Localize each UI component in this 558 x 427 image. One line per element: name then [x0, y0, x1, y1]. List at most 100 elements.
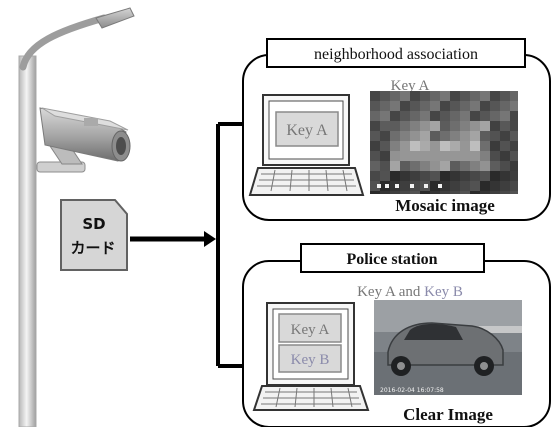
- mosaic-tile: [430, 161, 440, 171]
- police-key-b-box: [278, 344, 342, 373]
- mosaic-tile: [430, 131, 440, 141]
- mosaic-tile: [430, 151, 440, 161]
- mosaic-tile: [460, 161, 470, 171]
- mosaic-tile: [380, 151, 390, 161]
- camera-strip: [84, 118, 98, 126]
- clear-photo-timestamp: 2016-02-04 16:07:58: [380, 387, 444, 394]
- mosaic-tile: [390, 131, 400, 141]
- mosaic-tile: [450, 131, 460, 141]
- mosaic-tile: [470, 171, 480, 181]
- street-lamp: [18, 7, 135, 427]
- mosaic-marker: [385, 184, 389, 188]
- sd-card: SD カード: [60, 199, 128, 271]
- sd-card-label-line2: カード: [70, 239, 115, 257]
- neighborhood-laptop-base: [248, 167, 365, 196]
- mosaic-tile: [420, 161, 430, 171]
- mosaic-tile: [410, 111, 420, 121]
- neighborhood-title-box: [266, 38, 526, 68]
- mosaic-tile: [460, 151, 470, 161]
- mosaic-tile: [440, 111, 450, 121]
- mosaic-tile: [480, 121, 490, 131]
- mosaic-tile: [400, 161, 410, 171]
- clear-car-window: [404, 323, 463, 340]
- mosaic-tile: [450, 141, 460, 151]
- mosaic-tile: [410, 171, 420, 181]
- mosaic-tile: [460, 111, 470, 121]
- mosaic-tile: [500, 171, 510, 181]
- mosaic-tile: [380, 191, 390, 194]
- mosaic-tile: [390, 141, 400, 151]
- mosaic-tile: [380, 91, 390, 101]
- mosaic-tile: [460, 121, 470, 131]
- neighborhood-laptop-key-label: Key A: [286, 122, 328, 139]
- mosaic-tile: [500, 151, 510, 161]
- clear-caption: Clear Image: [403, 405, 493, 424]
- mosaic-tile: [480, 181, 490, 191]
- mosaic-tile: [490, 171, 500, 181]
- mosaic-tile: [440, 141, 450, 151]
- mosaic-tile: [420, 171, 430, 181]
- mosaic-tile: [500, 131, 510, 141]
- neighborhood-keyboard: [257, 169, 356, 192]
- police-key-a-label: Key A: [357, 284, 396, 300]
- mosaic-tile: [500, 121, 510, 131]
- mosaic-tile: [370, 91, 380, 101]
- mosaic-tile: [370, 191, 380, 194]
- mosaic-tile: [510, 151, 518, 161]
- police-title: Police station: [346, 251, 437, 268]
- mosaic-tile: [380, 111, 390, 121]
- police-key-b-label: Key B: [424, 284, 463, 300]
- mosaic-tile: [510, 141, 518, 151]
- mosaic-tile: [440, 131, 450, 141]
- mosaic-tile: [410, 121, 420, 131]
- mosaic-tile: [430, 101, 440, 111]
- police-and-label: and: [395, 284, 424, 300]
- mosaic-tile: [480, 131, 490, 141]
- mosaic-tile: [370, 121, 380, 131]
- mosaic-tile: [450, 91, 460, 101]
- mosaic-tile: [450, 121, 460, 131]
- mosaic-tile: [450, 171, 460, 181]
- police-key-a-box: [278, 313, 342, 343]
- mosaic-tile: [470, 121, 480, 131]
- mosaic-tile: [370, 141, 380, 151]
- police-keyboard: [261, 387, 361, 408]
- mosaic-tile: [420, 191, 430, 194]
- sd-card-shape: [60, 199, 128, 271]
- mosaic-tile: [480, 171, 490, 181]
- mosaic-tile: [460, 131, 470, 141]
- mosaic-tile: [450, 151, 460, 161]
- mosaic-tile: [390, 91, 400, 101]
- mosaic-tile: [400, 171, 410, 181]
- mosaic-tile: [440, 121, 450, 131]
- mosaic-tile: [380, 131, 390, 141]
- mosaic-tile: [500, 91, 510, 101]
- mosaic-tile: [400, 191, 410, 194]
- mosaic-tile: [470, 111, 480, 121]
- mosaic-tile: [470, 151, 480, 161]
- security-camera: [36, 107, 131, 173]
- neighborhood-key-label: Key A: [391, 78, 430, 94]
- mosaic-tile: [390, 151, 400, 161]
- mosaic-tile: [510, 161, 518, 171]
- mosaic-tile: [410, 131, 420, 141]
- mosaic-tile: [480, 151, 490, 161]
- mosaic-tile: [440, 101, 450, 111]
- mosaic-tile: [400, 121, 410, 131]
- street-lamp-head: [95, 7, 135, 29]
- mosaic-tile: [440, 171, 450, 181]
- mosaic-tile: [370, 101, 380, 111]
- police-laptop: Key A Key B: [252, 302, 370, 411]
- mosaic-tile: [430, 141, 440, 151]
- mosaic-tile: [470, 181, 480, 191]
- mosaic-tile: [430, 191, 440, 194]
- mosaic-tile: [440, 161, 450, 171]
- mosaic-tile: [420, 141, 430, 151]
- mosaic-tile: [390, 111, 400, 121]
- mosaic-tile: [470, 101, 480, 111]
- mosaic-tile: [460, 171, 470, 181]
- mosaic-tile: [400, 111, 410, 121]
- mosaic-tile: [420, 151, 430, 161]
- mosaic-tile: [410, 101, 420, 111]
- mosaic-tile: [480, 91, 490, 101]
